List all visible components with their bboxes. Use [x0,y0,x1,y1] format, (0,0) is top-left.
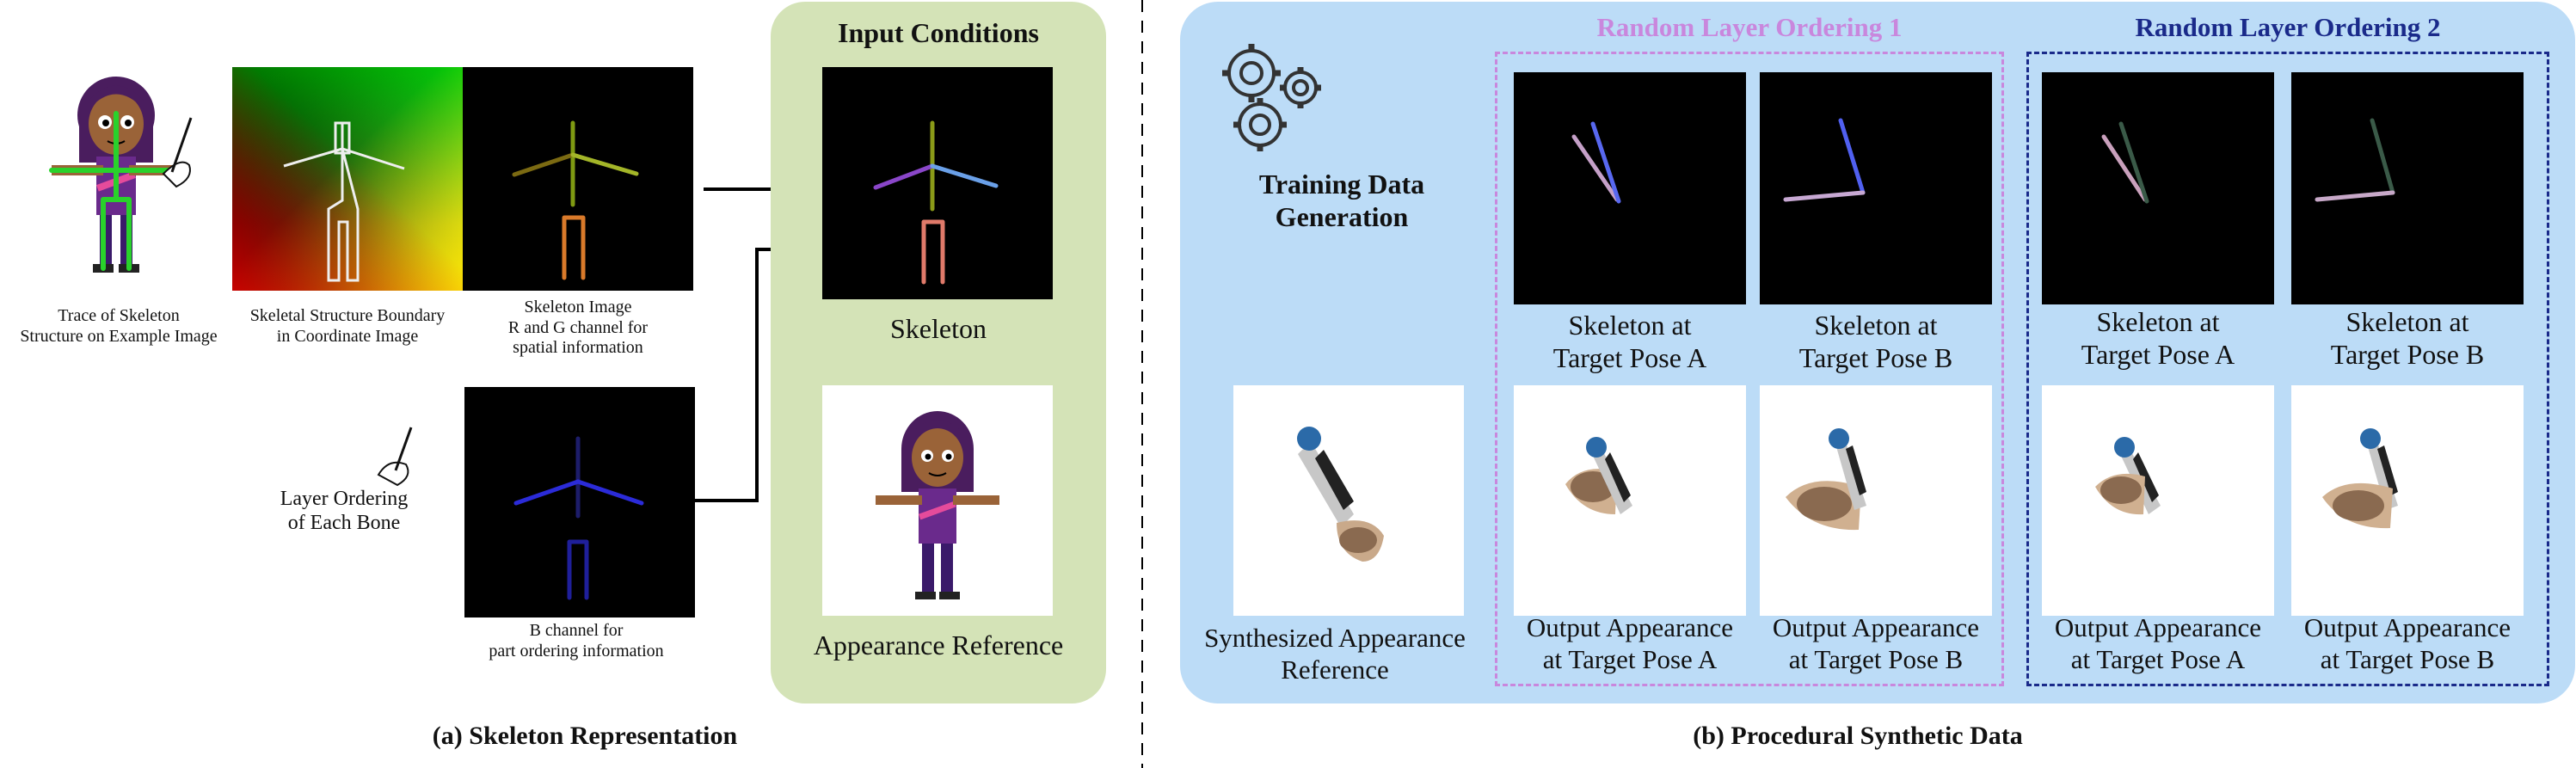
g2-output-pose-a [2042,385,2274,616]
right-section-title: (b) Procedural Synthetic Data [1693,722,2023,750]
gears-icon [1213,34,1333,155]
boundary-caption: Skeletal Structure Boundary in Coordinat… [249,306,446,346]
condition-skeleton-label: Skeleton [890,313,987,344]
condition-appearance-image [822,385,1053,616]
condition-appearance-label: Appearance Reference [813,630,1064,660]
skeleton-image-caption: Skeleton Image R and G channel for spati… [507,298,649,358]
g1-skeleton-pose-b [1760,72,1992,304]
condition-skeleton-image [822,67,1053,299]
g2-skeleton-pose-a [2042,72,2274,304]
coordinate-image [232,67,463,291]
trace-figure [34,71,198,290]
group-2-title: Random Layer Ordering 2 [2135,12,2441,42]
synth-appearance-caption: Synthesized Appearance Reference [1204,623,1466,685]
g2-skeleton-pose-b [2291,72,2524,304]
random-ordering-group-1 [1495,52,2004,686]
pencil-hand-icon [372,423,423,492]
g1-skeleton-pose-a [1514,72,1746,304]
group-1-title: Random Layer Ordering 1 [1596,12,1903,42]
input-conditions-title: Input Conditions [838,17,1039,48]
left-section-title: (a) Skeleton Representation [432,722,738,750]
g2-output-pose-b [2291,385,2524,616]
skeleton-rg-image [463,67,693,291]
b-channel-caption: B channel for part ordering information [489,621,664,660]
layer-ordering-label: Layer Ordering of Each Bone [280,488,409,535]
random-ordering-group-2 [2026,52,2549,686]
training-data-label: Training Data Generation [1258,169,1425,232]
g1-output-pose-b [1760,385,1992,616]
g1-output-pose-a [1514,385,1746,616]
b-channel-image [464,387,695,617]
trace-caption: Trace of Skeleton Structure on Example I… [20,306,218,346]
synth-appearance-image [1233,385,1464,616]
